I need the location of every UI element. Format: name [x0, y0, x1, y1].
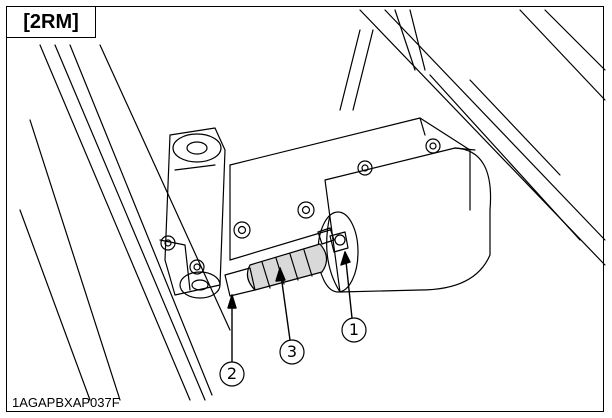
callout-3: 3: [279, 339, 305, 365]
leader-lines: [227, 251, 353, 363]
hose-fitting: [317, 227, 349, 253]
mounting-bolts: [160, 138, 441, 275]
rod-end: [179, 267, 256, 299]
figure-code: 1AGAPBXAP037F: [12, 395, 120, 410]
axle-housing: [229, 117, 471, 261]
frame-rail-left: [19, 44, 231, 401]
callout-2-label: 2: [227, 364, 237, 383]
frame-rail-right: [339, 9, 606, 266]
callout-1: 1: [341, 317, 367, 343]
figure-border: [6, 6, 604, 412]
model-tag: [2RM]: [6, 6, 96, 38]
callout-3-label: 3: [287, 342, 297, 361]
callout-2: 2: [219, 361, 245, 387]
callout-1-label: 1: [349, 320, 359, 339]
